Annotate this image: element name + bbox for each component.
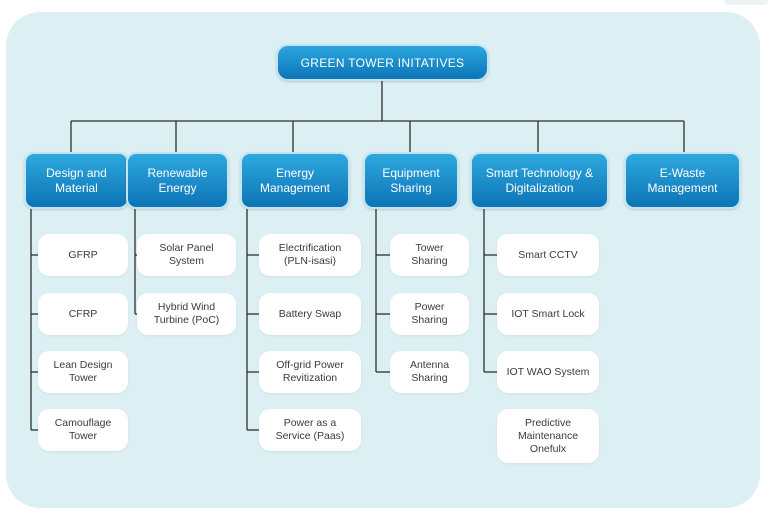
item-tower-sharing: Tower Sharing (390, 234, 469, 276)
item-power-sharing: Power Sharing (390, 293, 469, 335)
category-energy-management: Energy Management (240, 152, 350, 209)
item-power-as-a-service: Power as a Service (Paas) (259, 409, 361, 451)
item-cfrp: CFRP (38, 293, 128, 335)
item-electrification: Electrification (PLN-isasi) (259, 234, 361, 276)
item-off-grid-power: Off-grid Power Revitization (259, 351, 361, 393)
item-hybrid-wind-turbine: Hybrid Wind Turbine (PoC) (137, 293, 236, 335)
item-solar-panel-system: Solar Panel System (137, 234, 236, 276)
diagram-panel (6, 12, 760, 508)
category-smart-technology: Smart Technology & Digitalization (470, 152, 609, 209)
corner-tab (724, 0, 768, 5)
item-battery-swap: Battery Swap (259, 293, 361, 335)
item-camouflage-tower: Camouflage Tower (38, 409, 128, 451)
item-lean-design-tower: Lean Design Tower (38, 351, 128, 393)
root-node: GREEN TOWER INITATIVES (276, 44, 489, 81)
item-gfrp: GFRP (38, 234, 128, 276)
item-iot-smart-lock: IOT Smart Lock (497, 293, 599, 335)
item-antenna-sharing: Antenna Sharing (390, 351, 469, 393)
item-iot-wao-system: IOT WAO System (497, 351, 599, 393)
category-design-material: Design and Material (24, 152, 129, 209)
category-renewable-energy: Renewable Energy (126, 152, 229, 209)
item-smart-cctv: Smart CCTV (497, 234, 599, 276)
category-e-waste-management: E-Waste Management (624, 152, 741, 209)
item-predictive-maintenance: Predictive Maintenance Onefulx (497, 409, 599, 463)
category-equipment-sharing: Equipment Sharing (363, 152, 459, 209)
